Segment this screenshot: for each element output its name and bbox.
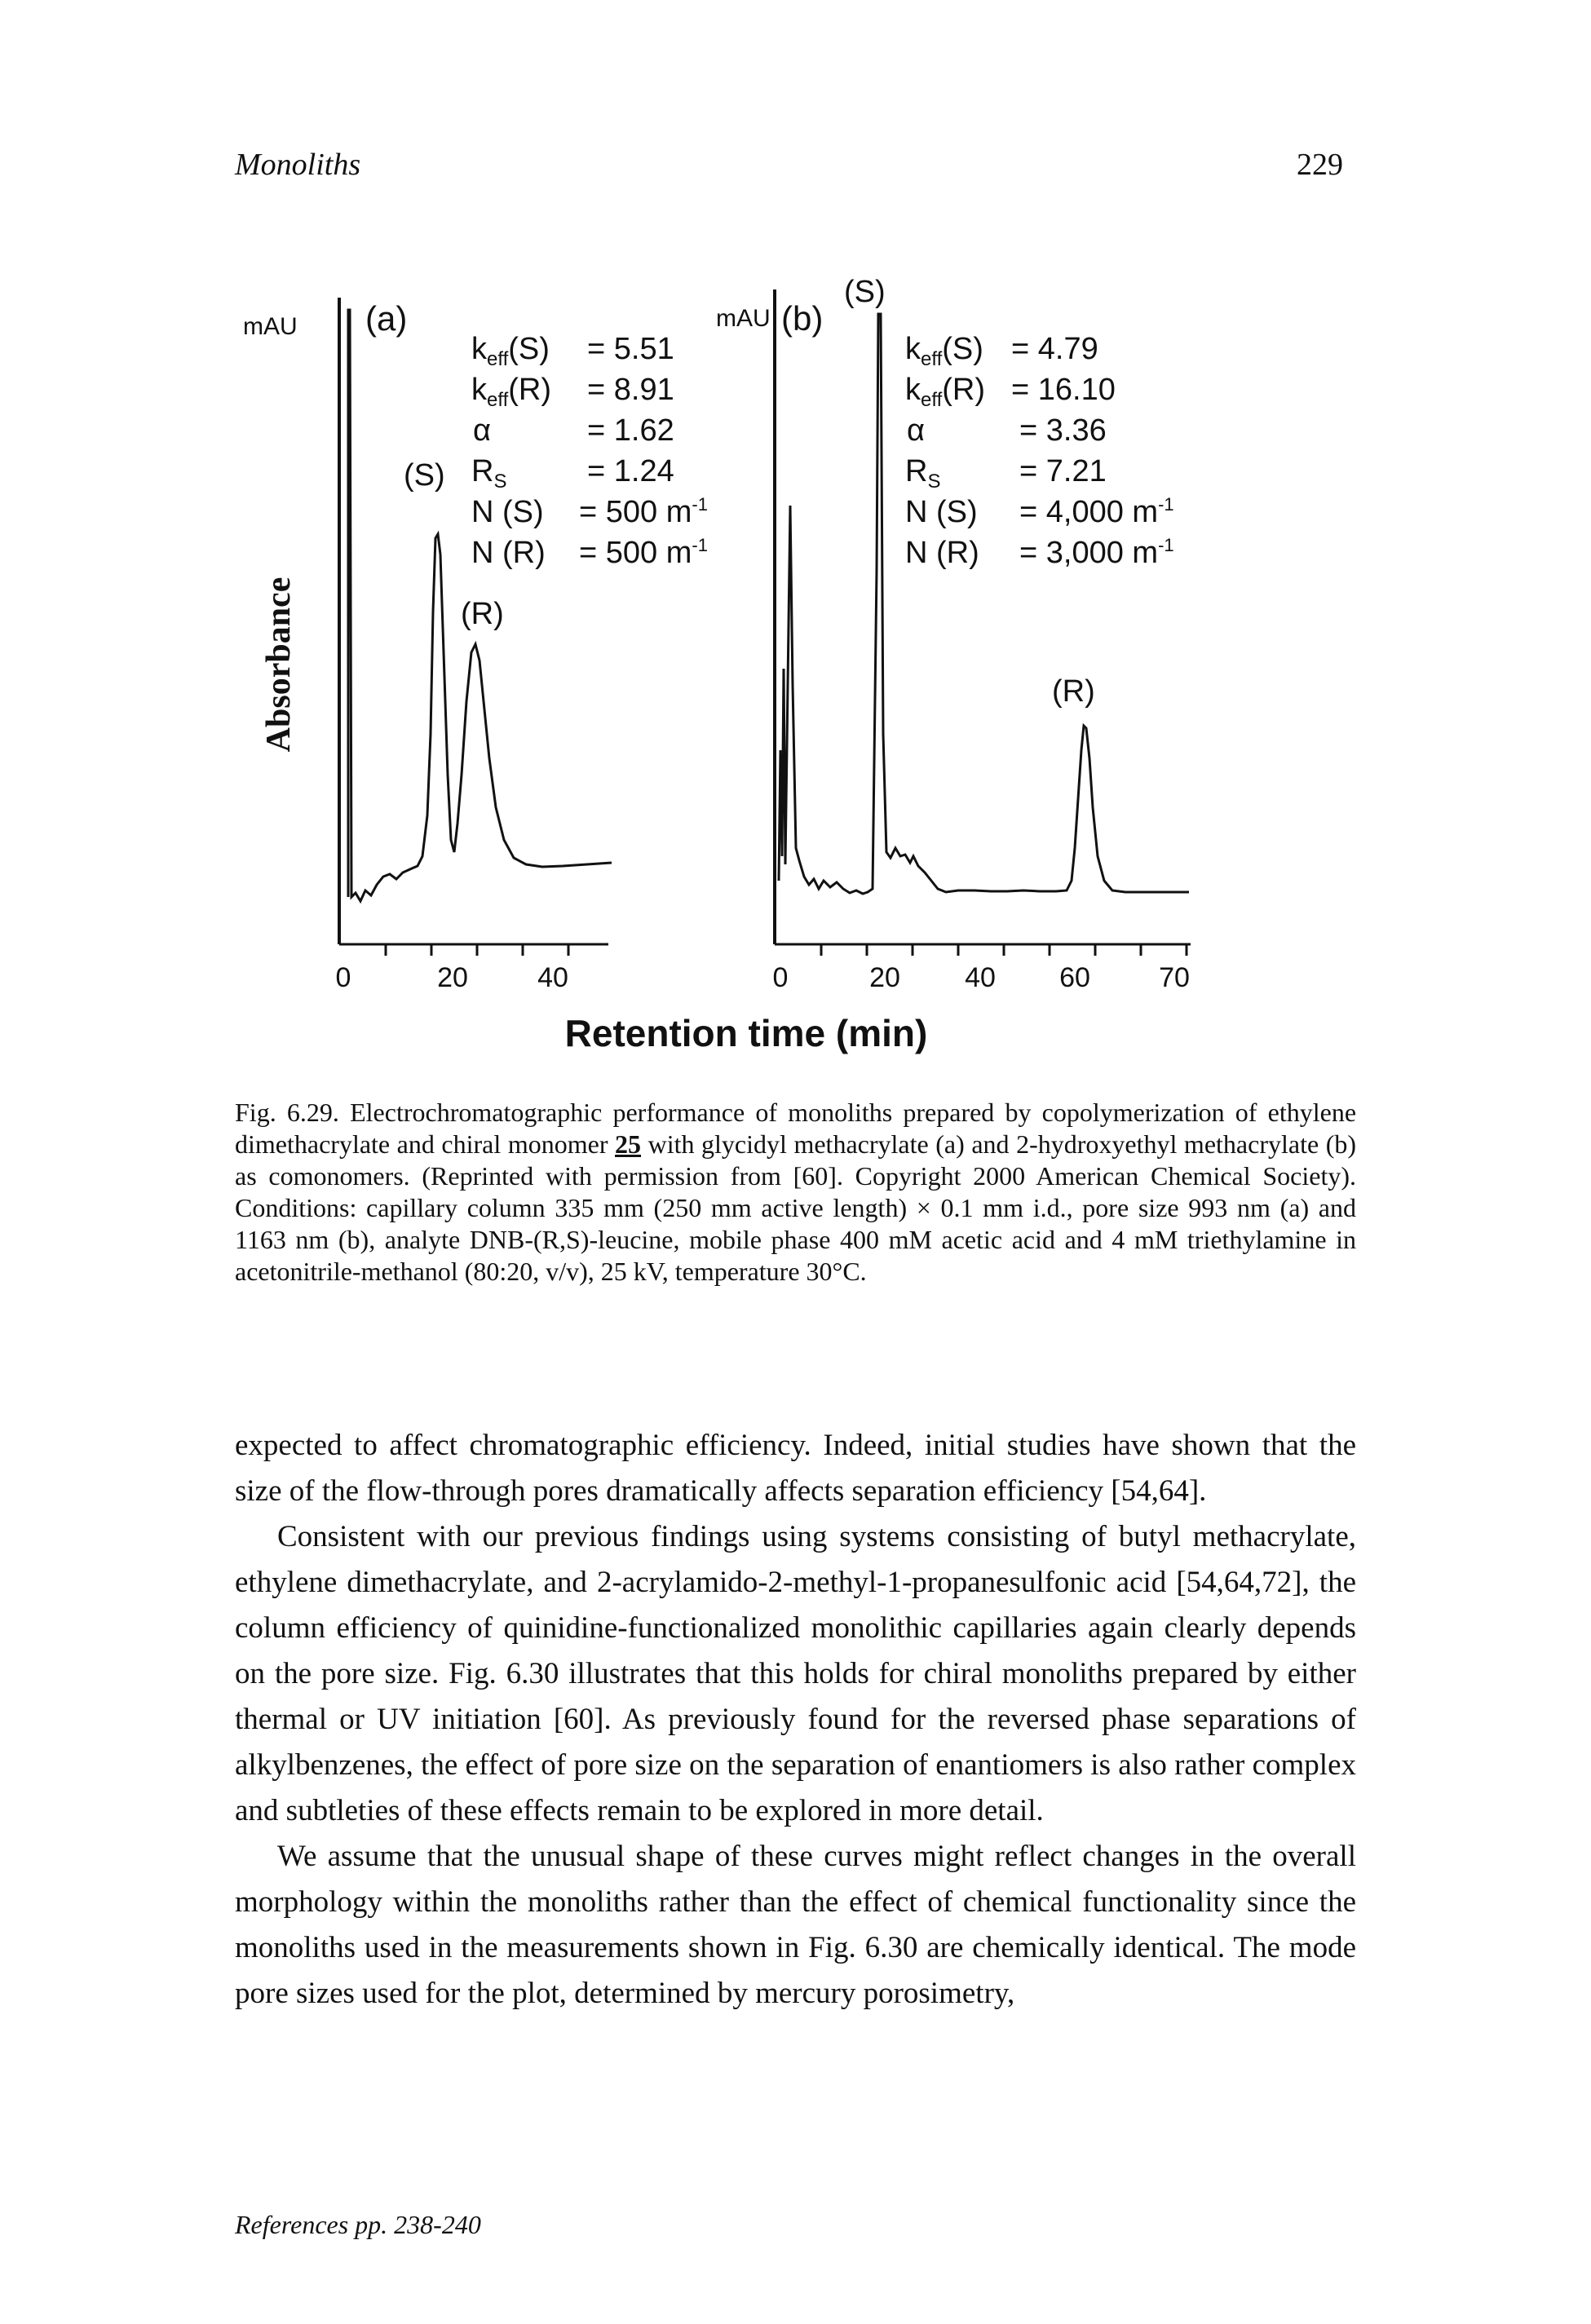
- panel-b-x-tick-label: 0: [773, 962, 789, 993]
- panel-a-stat-value: = 1.62: [587, 413, 674, 448]
- panel-a-trace: [347, 308, 612, 904]
- panel-b-stat-value: = 7.21: [1019, 454, 1107, 488]
- body-text: expected to affect chromatographic effic…: [235, 1423, 1356, 2017]
- svg-text:keff(S): keff(S): [471, 332, 550, 370]
- caption-text-1: Electrochromatographic performance of mo…: [235, 1098, 1357, 1159]
- panel-b-stat-name: N (S): [905, 495, 978, 529]
- svg-text:= 500 m-1: = 500 m-1: [579, 535, 708, 570]
- panel-a-stat-name: N (R): [471, 536, 546, 570]
- panel-b-stat-value: = 16.10: [1011, 373, 1116, 407]
- panel-b-stat-value: = 4.79: [1011, 332, 1098, 366]
- svg-text:keff(R): keff(R): [905, 373, 985, 411]
- panel-b-trace: [777, 312, 1189, 895]
- panel-b-stats: keff(S) = 4.79 keff(R) = 16.10 α = 3.36 …: [905, 332, 1174, 570]
- caption-compound-ref: 25: [615, 1129, 642, 1159]
- panel-b-label: (b): [781, 299, 823, 338]
- footer-references: References pp. 238-240: [235, 2210, 481, 2239]
- panel-a-stat-name: N (S): [471, 495, 544, 529]
- x-axis-label: Retention time (min): [565, 1012, 928, 1054]
- panel-a-stat-value: = 5.51: [587, 332, 674, 366]
- figure-caption: Fig. 6.29. Electrochromatographic perfor…: [235, 1097, 1356, 1288]
- paragraph: We assume that the unusual shape of thes…: [235, 1840, 1356, 2010]
- panel-a-peak-label-s: (S): [404, 458, 445, 493]
- panel-a-x-ticks: [384, 944, 570, 956]
- panel-a: mAU (a) 0 20 40 keff(S) = 5.51 keff(R) =…: [243, 298, 708, 993]
- panel-a-x-tick-label: 0: [336, 962, 351, 993]
- panel-b-peak-label-s: (S): [844, 275, 886, 309]
- panel-b-stat-name: N (R): [905, 536, 979, 570]
- svg-text:keff(R): keff(R): [471, 373, 551, 411]
- svg-text:keff(S): keff(S): [905, 332, 983, 370]
- running-head: Monoliths: [235, 148, 361, 182]
- page-number: 229: [1297, 148, 1343, 182]
- y-axis-label: Absorbance: [260, 577, 298, 753]
- paragraph: expected to affect chromatographic effic…: [235, 1429, 1356, 1508]
- panel-b-x-tick-label: 20: [869, 962, 900, 993]
- panel-b-stat-value: = 3.36: [1019, 413, 1107, 448]
- panel-b: mAU (b) (S) 0 20 40 60 70 keff(S) = 4.79…: [716, 275, 1191, 993]
- svg-text:= 3,000 m-1: = 3,000 m-1: [1019, 535, 1174, 570]
- panel-b-unit-label: mAU: [716, 305, 771, 332]
- panel-a-peak-label-r: (R): [461, 597, 504, 631]
- paragraph: Consistent with our previous findings us…: [235, 1520, 1356, 1827]
- panel-b-peak-label-r: (R): [1052, 674, 1095, 709]
- panel-a-stat-value: = 1.24: [587, 454, 674, 488]
- panel-a-label: (a): [365, 299, 407, 338]
- panel-a-stat-value: = 8.91: [587, 373, 674, 407]
- svg-text:RS: RS: [471, 454, 506, 493]
- panel-a-unit-label: mAU: [243, 313, 298, 340]
- panel-b-x-tick-label: 40: [965, 962, 996, 993]
- panel-a-stat-name: α: [473, 413, 491, 448]
- panel-a-stats: keff(S) = 5.51 keff(R) = 8.91 α = 1.62 R…: [471, 332, 708, 570]
- panel-a-x-tick-label: 40: [537, 962, 568, 993]
- caption-label: Fig. 6.29.: [235, 1098, 339, 1127]
- panel-b-stat-name: α: [907, 413, 925, 448]
- panel-b-x-ticks: [820, 944, 1188, 956]
- panel-b-x-tick-label: 70: [1159, 962, 1190, 993]
- figure-6-29: Absorbance mAU (a) 0 20 40 keff(S) = 5.5…: [243, 275, 1191, 1054]
- svg-text:RS: RS: [905, 454, 940, 493]
- panel-b-x-tick-label: 60: [1059, 962, 1090, 993]
- svg-text:= 4,000 m-1: = 4,000 m-1: [1019, 494, 1174, 529]
- panel-a-x-tick-label: 20: [437, 962, 468, 993]
- svg-text:= 500 m-1: = 500 m-1: [579, 494, 708, 529]
- caption-text-2: with glycidyl methacrylate (a) and 2-hyd…: [235, 1129, 1357, 1286]
